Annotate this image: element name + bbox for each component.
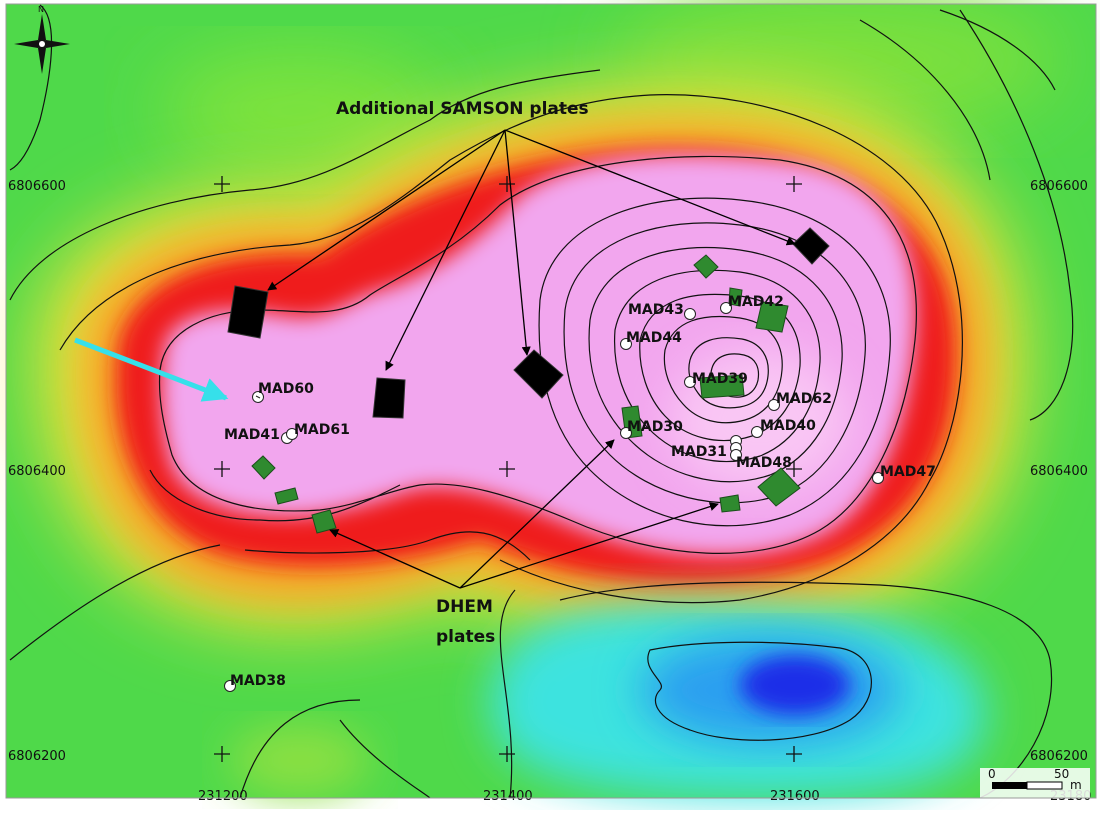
dhem-label-line2: plates (436, 627, 495, 647)
dhem-plate (755, 301, 789, 333)
coord-label-y-bot-left: 6806200 (8, 749, 66, 764)
drillhole-mad62[interactable]: MAD62 (768, 391, 832, 411)
drillhole-mad38[interactable]: MAD38 (224, 673, 286, 692)
drillhole-mad39[interactable]: MAD39 (684, 371, 748, 388)
samson-plate (513, 349, 564, 399)
drillhole-mad61[interactable]: MAD61 (286, 422, 350, 440)
grid-crosses (214, 176, 802, 762)
drillhole-mad60[interactable]: MAD60 (252, 381, 315, 403)
svg-text:MAD60: MAD60 (258, 381, 314, 397)
svg-text:MAD61: MAD61 (294, 422, 350, 438)
svg-text:MAD48: MAD48 (736, 455, 792, 471)
coord-label-x-1: 231200 (198, 789, 248, 804)
samson-plate (227, 285, 269, 339)
svg-text:MAD42: MAD42 (728, 294, 784, 310)
svg-text:MAD30: MAD30 (627, 419, 683, 435)
dhem-plate (693, 254, 719, 279)
scale-unit: m (1070, 778, 1082, 792)
drillhole-mad30[interactable]: MAD30 (620, 419, 684, 439)
drillholes: MAD60 MAD41 MAD61 MAD43 MAD42 MAD44 MAD3… (224, 294, 936, 692)
map-border (5, 3, 1097, 799)
samson-plate (792, 227, 830, 265)
svg-text:MAD62: MAD62 (776, 391, 832, 407)
svg-text:MAD44: MAD44 (626, 330, 682, 346)
svg-text:MAD41: MAD41 (224, 427, 280, 443)
dhem-plate (311, 509, 337, 534)
dhem-plates (251, 254, 801, 534)
coord-label-x-3: 231600 (770, 789, 820, 804)
coord-label-y-top-left: 6806600 (8, 179, 66, 194)
contour-lines (9, 4, 1074, 799)
coord-label-y-mid-right: 6806400 (1030, 464, 1088, 479)
dhem-plate (719, 494, 741, 513)
svg-text:MAD39: MAD39 (692, 371, 748, 387)
scale-zero: 0 (988, 767, 996, 781)
north-arrow-icon: N (14, 5, 70, 74)
colour-field (6, 0, 1096, 798)
dhem-label-line1: DHEM (436, 597, 493, 617)
drillhole-mad42[interactable]: MAD42 (720, 294, 784, 314)
drillhole-mad47[interactable]: MAD47 (872, 464, 936, 484)
svg-text:MAD47: MAD47 (880, 464, 936, 480)
dhem-plate (757, 467, 801, 507)
samson-plate (372, 377, 406, 419)
scale-bar: 0 50 m (980, 767, 1090, 798)
dhem-arrows (329, 439, 719, 589)
dhem-plate (251, 455, 276, 480)
drillhole-mad43[interactable]: MAD43 (628, 302, 696, 320)
samson-arrows (267, 129, 796, 371)
scale-value: 50 (1054, 767, 1069, 781)
drillhole-mad48[interactable]: MAD48 (730, 449, 792, 472)
coord-label-y-top-right: 6806600 (1030, 179, 1088, 194)
samson-plates (227, 227, 830, 419)
coord-label-y-bot-right: 6806200 (1030, 749, 1088, 764)
svg-text:MAD43: MAD43 (628, 302, 684, 318)
pointer-arrow-icon (74, 337, 229, 402)
coord-label-y-mid-left: 6806400 (8, 464, 66, 479)
svg-text:MAD38: MAD38 (230, 673, 286, 689)
dhem-plate (728, 287, 743, 307)
dhem-plate (699, 374, 745, 399)
svg-text:MAD40: MAD40 (760, 418, 816, 434)
north-label: N (38, 5, 44, 14)
drillhole-mad31[interactable]: MAD31 (671, 435, 742, 461)
coord-label-x-2: 231400 (483, 789, 533, 804)
dhem-plate (274, 487, 299, 505)
drillhole-mad44[interactable]: MAD44 (620, 330, 683, 350)
drillhole-mad40[interactable]: MAD40 (751, 418, 817, 438)
svg-text:MAD31: MAD31 (671, 444, 727, 460)
samson-plates-label: Additional SAMSON plates (336, 99, 589, 119)
